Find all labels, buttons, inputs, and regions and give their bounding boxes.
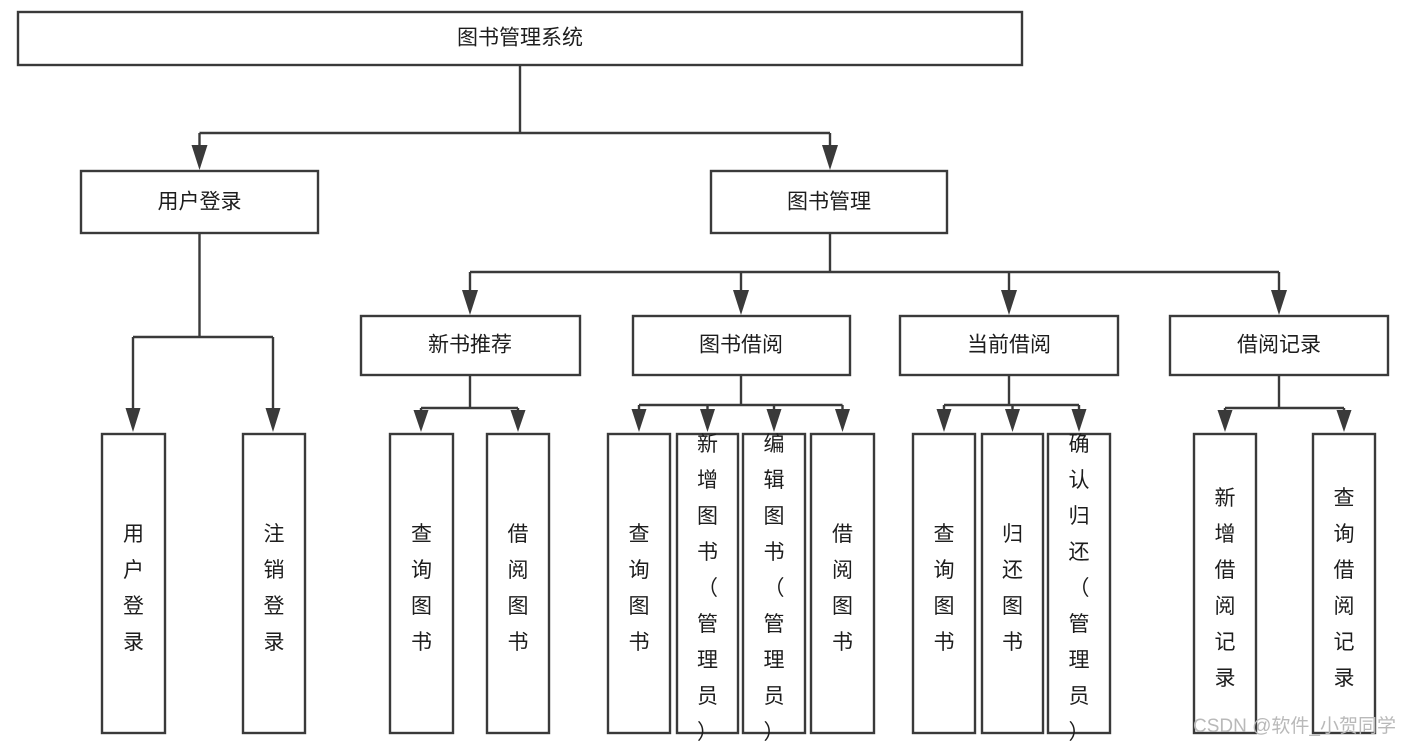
node-current-borrow-box[interactable]: [898, 314, 1120, 377]
node-leaf-borrow-book-1-label: 借阅图书: [508, 523, 529, 654]
csdn-watermark: CSDN @软件_小贺同学: [1193, 715, 1396, 737]
node-user-login-label: 用户登录: [158, 191, 242, 214]
node-leaf-borrow-book-1[interactable]: 借阅图书: [485, 432, 551, 735]
node-leaf-borrow-book-2-box[interactable]: [809, 432, 876, 735]
arrowhead-leaf-borrow-book-2: [835, 409, 850, 432]
arrowhead-leaf-add-record: [1217, 410, 1233, 432]
node-user-login-box[interactable]: [79, 169, 320, 235]
node-new-book-rec[interactable]: 新书推荐: [359, 314, 582, 377]
node-leaf-query-book-2-label: 查询图书: [629, 523, 650, 654]
node-borrow-record-box[interactable]: [1168, 314, 1390, 377]
node-book-borrow-box[interactable]: [631, 314, 852, 377]
arrowhead-book-borrow: [733, 290, 749, 315]
node-leaf-query-record-box[interactable]: [1311, 432, 1377, 735]
node-borrow-record[interactable]: 借阅记录: [1168, 314, 1390, 377]
arrowhead-leaf-query-record: [1336, 410, 1352, 432]
arrowhead-leaf-edit-book: [766, 409, 782, 432]
node-current-borrow-label: 当前借阅: [967, 334, 1051, 357]
node-leaf-query-book-2-box[interactable]: [606, 432, 672, 735]
node-leaf-user-login[interactable]: 用户登录: [100, 432, 167, 735]
node-new-book-rec-box[interactable]: [359, 314, 582, 377]
node-book-borrow[interactable]: 图书借阅: [631, 314, 852, 377]
node-leaf-query-book-1[interactable]: 查询图书: [388, 432, 455, 735]
node-book-manage-box[interactable]: [709, 169, 949, 235]
node-leaf-user-login-label: 用户登录: [123, 523, 144, 654]
arrowhead-leaf-query-book-2: [631, 409, 647, 432]
node-leaf-query-book-3[interactable]: 查询图书: [911, 432, 977, 735]
node-leaf-add-book-box[interactable]: [675, 432, 740, 735]
node-leaf-confirm-return[interactable]: 确认归还（管理员）: [1046, 432, 1112, 744]
node-leaf-user-login-box[interactable]: [100, 432, 167, 735]
node-root-label: 图书管理系统: [457, 27, 583, 50]
node-current-borrow[interactable]: 当前借阅: [898, 314, 1120, 377]
node-new-book-rec-label: 新书推荐: [428, 334, 512, 357]
arrowhead-leaf-logout: [265, 408, 281, 432]
node-leaf-borrow-book-1-box[interactable]: [485, 432, 551, 735]
arrowhead-book-manage: [822, 145, 838, 170]
node-user-login[interactable]: 用户登录: [79, 169, 320, 235]
connector-layer: [125, 65, 1352, 432]
node-leaf-add-record-label: 新增借阅记录: [1215, 487, 1236, 690]
node-leaf-confirm-return-label: 确认归还（管理员）: [1069, 433, 1090, 744]
node-leaf-borrow-book-2[interactable]: 借阅图书: [809, 432, 876, 735]
node-leaf-add-record-box[interactable]: [1192, 432, 1258, 735]
arrowhead-leaf-add-book: [700, 409, 715, 432]
node-root-box[interactable]: [16, 10, 1024, 67]
node-root[interactable]: 图书管理系统: [16, 10, 1024, 67]
node-leaf-logout-box[interactable]: [241, 432, 307, 735]
node-leaf-borrow-book-2-label: 借阅图书: [832, 523, 853, 654]
node-leaf-return-book-box[interactable]: [980, 432, 1045, 735]
node-book-manage-label: 图书管理: [787, 191, 871, 214]
node-leaf-query-record-label: 查询借阅记录: [1334, 487, 1355, 690]
arrowhead-leaf-query-book-3: [936, 409, 952, 432]
arrowhead-leaf-return-book: [1005, 409, 1020, 432]
node-leaf-logout-label: 注销登录: [264, 523, 285, 654]
arrowhead-new-book-rec: [462, 290, 478, 315]
node-leaf-edit-book-label: 编辑图书（管理员）: [764, 433, 785, 744]
arrowhead-leaf-user-login: [125, 408, 141, 432]
node-leaf-query-book-1-label: 查询图书: [411, 523, 432, 654]
arrowhead-user-login: [191, 145, 208, 170]
node-leaf-edit-book[interactable]: 编辑图书（管理员）: [741, 432, 807, 744]
node-leaf-confirm-return-box[interactable]: [1046, 432, 1112, 735]
arrowhead-current-borrow: [1001, 290, 1017, 315]
node-leaf-query-book-3-box[interactable]: [911, 432, 977, 735]
node-book-manage[interactable]: 图书管理: [709, 169, 949, 235]
arrowhead-leaf-borrow-book-1: [510, 410, 526, 432]
node-leaf-return-book-label: 归还图书: [1002, 523, 1023, 654]
node-leaf-query-book-1-box[interactable]: [388, 432, 455, 735]
node-leaf-logout[interactable]: 注销登录: [241, 432, 307, 735]
node-leaf-add-book-label: 新增图书（管理员）: [697, 433, 718, 744]
node-leaf-query-book-2[interactable]: 查询图书: [606, 432, 672, 735]
node-borrow-record-label: 借阅记录: [1237, 334, 1321, 357]
arrowhead-leaf-confirm-return: [1071, 409, 1087, 432]
node-book-borrow-label: 图书借阅: [699, 334, 783, 357]
node-leaf-query-record[interactable]: 查询借阅记录: [1311, 432, 1377, 735]
arrowhead-leaf-query-book-1: [413, 410, 429, 432]
node-leaf-add-record[interactable]: 新增借阅记录: [1192, 432, 1258, 735]
node-leaf-add-book[interactable]: 新增图书（管理员）: [675, 432, 740, 744]
arrowhead-borrow-record: [1271, 290, 1287, 315]
node-leaf-edit-book-box[interactable]: [741, 432, 807, 735]
node-leaf-query-book-3-label: 查询图书: [934, 523, 955, 654]
node-leaf-return-book[interactable]: 归还图书: [980, 432, 1045, 735]
